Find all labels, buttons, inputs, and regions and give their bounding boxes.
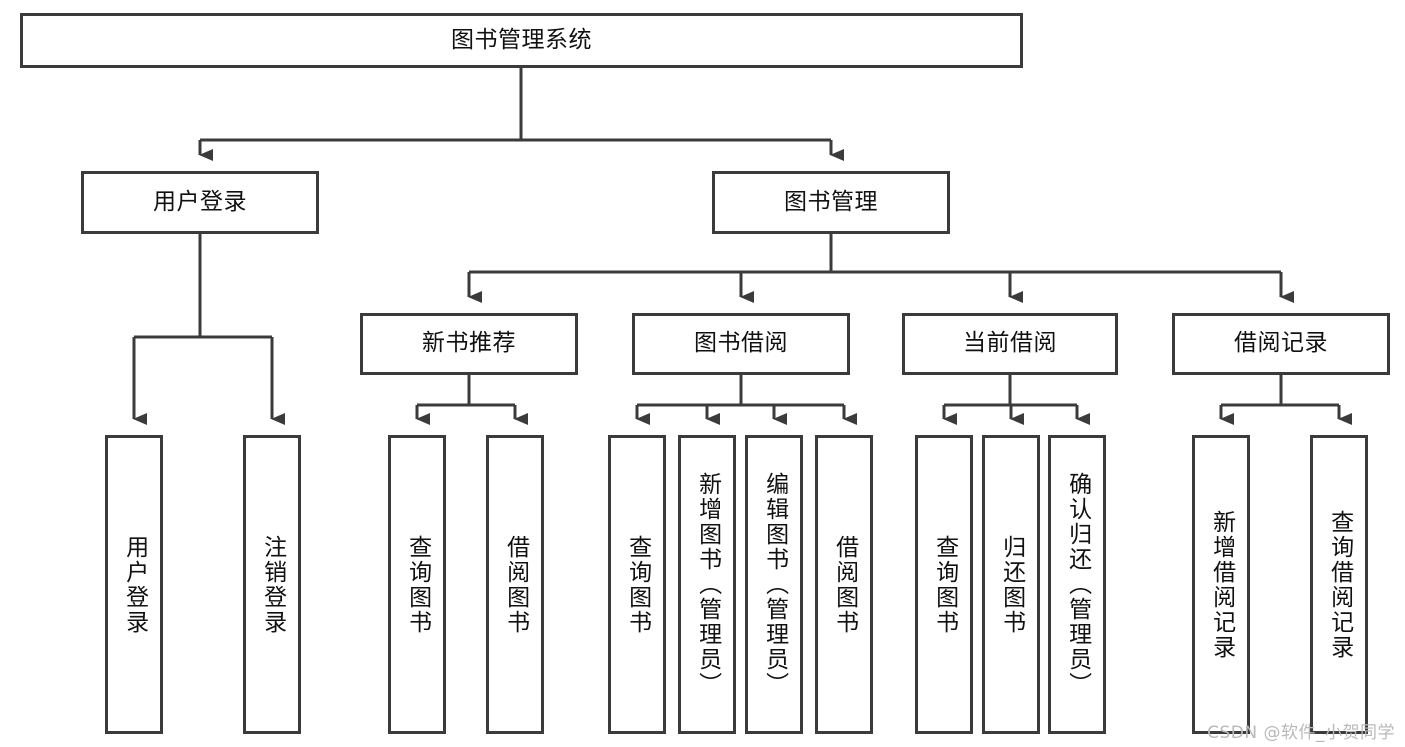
node-leaf-user-logout-label: 注销登录 [259,534,286,635]
node-leaf-edit-book-label: 编辑图书（管理员） [761,472,788,697]
node-leaf-query-book-1-label: 查询图书 [404,534,431,635]
node-leaf-user-logout[interactable]: 注销登录 [243,435,301,734]
node-leaf-add-record[interactable]: 新增借阅记录 [1192,435,1250,734]
node-root-label: 图书管理系统 [451,26,592,53]
node-root[interactable]: 图书管理系统 [20,13,1023,68]
node-book-manage[interactable]: 图书管理 [712,171,950,234]
node-leaf-add-book-label: 新增图书（管理员） [694,472,721,697]
node-leaf-return-book[interactable]: 归还图书 [982,435,1040,734]
node-leaf-add-record-label: 新增借阅记录 [1208,509,1235,660]
node-leaf-borrow-book-1[interactable]: 借阅图书 [486,435,544,734]
node-borrow-record[interactable]: 借阅记录 [1172,313,1390,375]
node-book-borrow[interactable]: 图书借阅 [632,313,850,375]
node-leaf-confirm-return[interactable]: 确认归还（管理员） [1048,435,1106,734]
node-leaf-query-book-1[interactable]: 查询图书 [388,435,446,734]
node-leaf-query-record[interactable]: 查询借阅记录 [1310,435,1368,734]
node-leaf-return-book-label: 归还图书 [998,534,1025,635]
node-leaf-borrow-book-1-label: 借阅图书 [502,534,529,635]
node-borrow-record-label: 借阅记录 [1234,330,1328,357]
node-leaf-add-book[interactable]: 新增图书（管理员） [678,435,736,734]
node-leaf-query-book-2[interactable]: 查询图书 [608,435,666,734]
node-leaf-user-login-label: 用户登录 [121,534,148,635]
node-current-borrow-label: 当前借阅 [963,330,1057,357]
node-leaf-edit-book[interactable]: 编辑图书（管理员） [745,435,803,734]
node-current-borrow[interactable]: 当前借阅 [902,313,1118,375]
node-leaf-query-book-3[interactable]: 查询图书 [915,435,973,734]
node-leaf-query-record-label: 查询借阅记录 [1326,509,1353,660]
node-book-manage-label: 图书管理 [784,188,878,215]
node-leaf-borrow-book-2[interactable]: 借阅图书 [815,435,873,734]
node-user-login[interactable]: 用户登录 [81,171,319,234]
node-leaf-query-book-3-label: 查询图书 [931,534,958,635]
node-leaf-borrow-book-2-label: 借阅图书 [831,534,858,635]
node-new-book-rec-label: 新书推荐 [422,330,516,357]
csdn-watermark: CSDN @软件_小贺同学 [1207,723,1395,743]
node-new-book-rec[interactable]: 新书推荐 [360,313,578,375]
node-leaf-user-login[interactable]: 用户登录 [105,435,163,734]
node-user-login-label: 用户登录 [153,188,247,215]
node-book-borrow-label: 图书借阅 [694,330,788,357]
node-leaf-confirm-return-label: 确认归还（管理员） [1064,472,1091,697]
node-leaf-query-book-2-label: 查询图书 [624,534,651,635]
